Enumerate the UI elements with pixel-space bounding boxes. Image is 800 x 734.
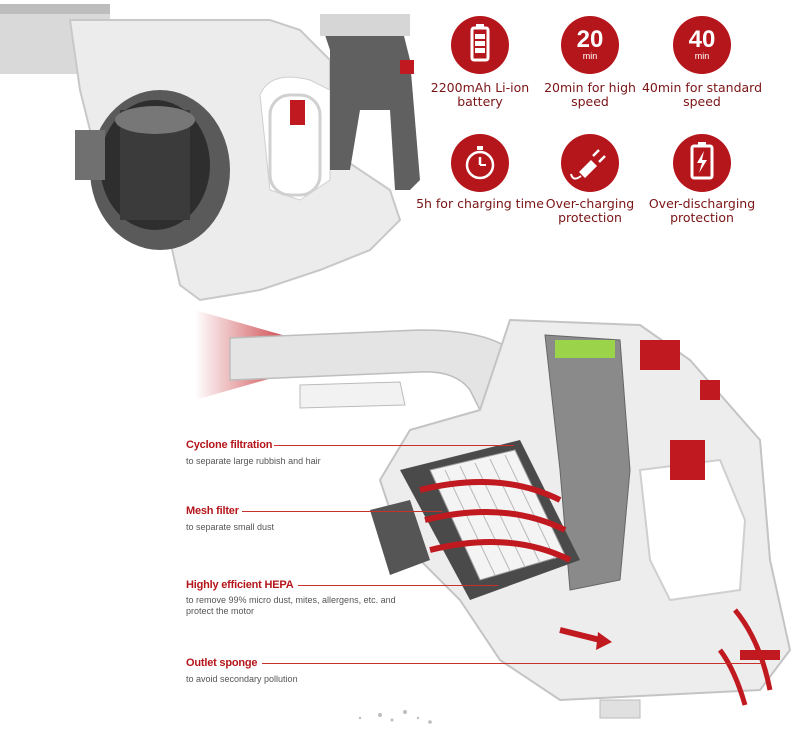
callout-title-mesh: Mesh filter — [186, 505, 239, 517]
plug-icon — [570, 149, 606, 180]
callout-line-mesh — [242, 511, 442, 512]
spec-label-battery: 2200mAh Li-ion battery — [430, 80, 530, 109]
callout-line-hepa — [298, 585, 498, 586]
spec-value-standard-speed: 40 — [688, 26, 716, 53]
callout-title-hepa: Highly efficient HEPA — [186, 579, 294, 591]
standard-speed-spec-badge: 40 min — [673, 16, 731, 74]
charging-battery-icon — [690, 142, 714, 180]
callout-desc-cyclone: to separate large rubbish and hair — [186, 456, 321, 466]
callout-desc-sponge: to avoid secondary pollution — [186, 674, 298, 684]
callout-line-sponge — [262, 663, 762, 664]
spec-label-over-charging: Over-charging protection — [545, 196, 635, 225]
spec-unit-high-speed: min — [582, 51, 598, 61]
spec-label-standard-speed: 40min for standard speed — [641, 80, 763, 109]
charging-time-spec-badge — [451, 134, 509, 192]
spec-label-charging-time: 5h for charging time — [416, 196, 544, 211]
spec-unit-standard-speed: min — [694, 51, 710, 61]
spec-label-high-speed: 20min for high speed — [544, 80, 636, 109]
battery-spec-badge — [451, 16, 509, 74]
callout-title-cyclone: Cyclone filtration — [186, 439, 273, 451]
over-discharging-spec-badge — [673, 134, 731, 192]
high-speed-spec-badge: 20 min — [561, 16, 619, 74]
callout-line-cyclone — [274, 445, 514, 446]
over-charging-spec-badge — [561, 134, 619, 192]
spec-value-high-speed: 20 — [576, 26, 604, 53]
callout-title-sponge: Outlet sponge — [186, 657, 258, 669]
battery-icon — [470, 24, 490, 62]
callout-desc-mesh: to separate small dust — [186, 522, 275, 532]
spec-label-over-discharging: Over-discharging protection — [648, 196, 756, 225]
callout-desc-hepa: to remove 99% micro dust, mites, allerge… — [186, 595, 396, 616]
stopwatch-icon — [465, 146, 495, 180]
